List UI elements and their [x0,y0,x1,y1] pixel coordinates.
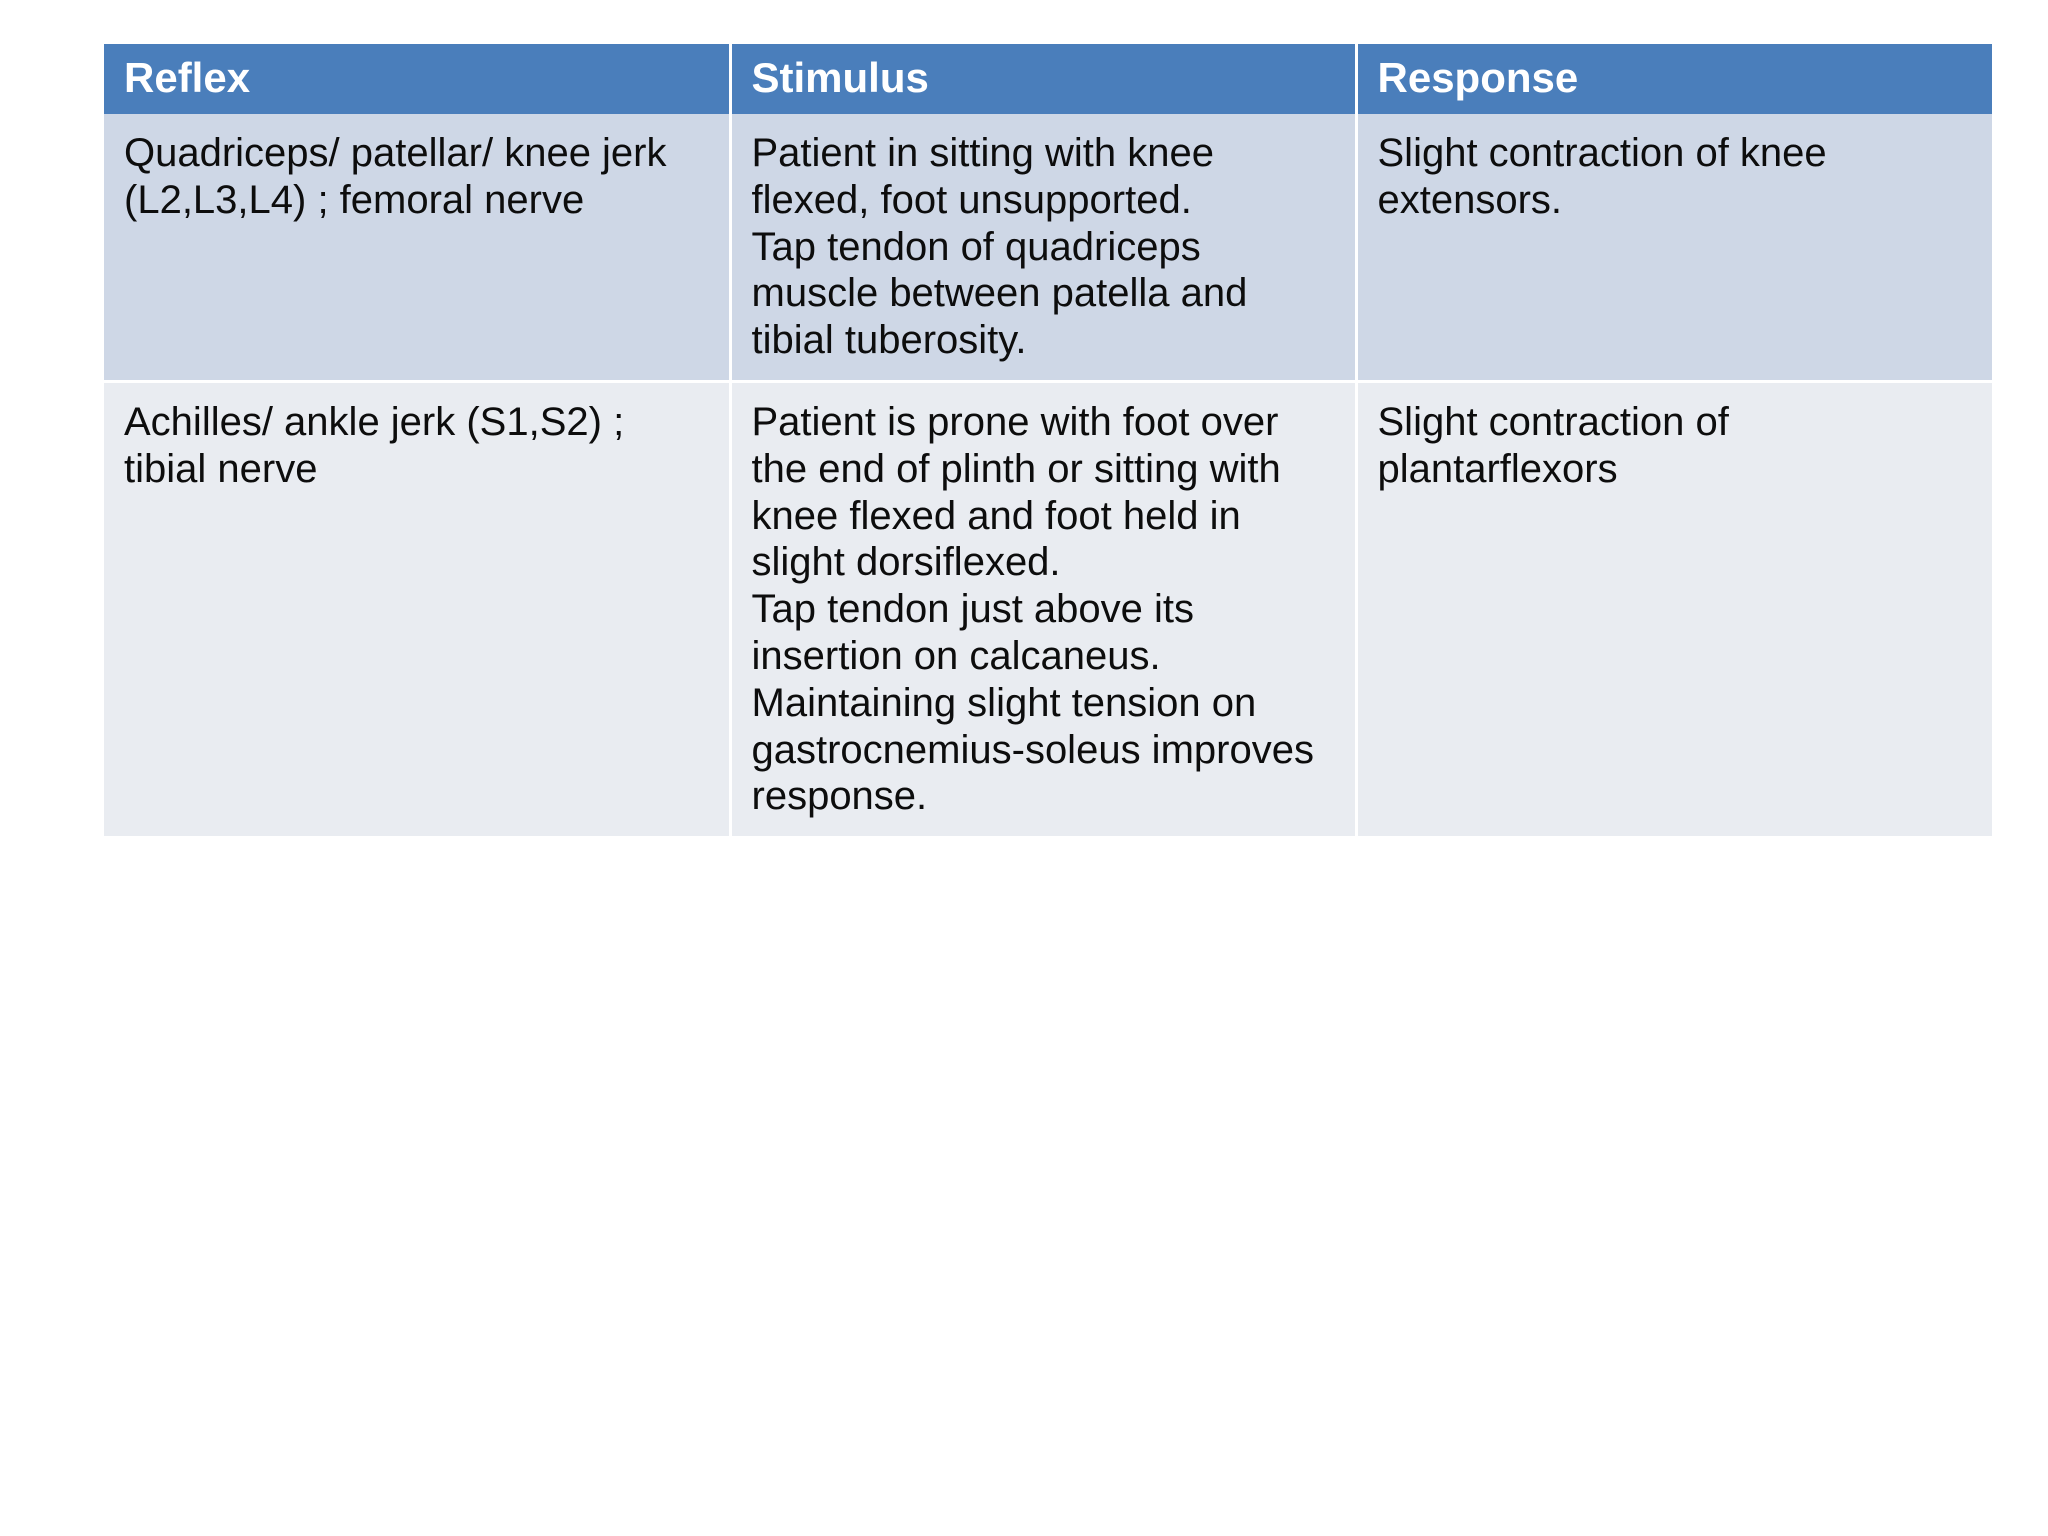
table-header: Reflex Stimulus Response [104,44,1992,114]
cell-stimulus: Patient in sitting with knee flexed, foo… [730,114,1358,383]
table-body: Quadriceps/ patellar/ knee jerk (L2,L3,L… [104,114,1992,837]
cell-response: Slight contraction of plantarflexors [1356,381,1992,837]
cell-reflex: Achilles/ ankle jerk (S1,S2) ; tibial ne… [104,381,732,837]
column-header-response: Response [1356,44,1992,114]
table-header-row: Reflex Stimulus Response [104,44,1992,114]
cell-stimulus: Patient is prone with foot over the end … [730,381,1358,837]
cell-response: Slight contraction of knee extensors. [1356,114,1992,383]
cell-reflex: Quadriceps/ patellar/ knee jerk (L2,L3,L… [104,114,732,383]
column-header-stimulus: Stimulus [730,44,1358,114]
column-header-reflex: Reflex [104,44,732,114]
reflex-table: Reflex Stimulus Response Quadriceps/ pat… [104,44,1992,837]
table-row: Quadriceps/ patellar/ knee jerk (L2,L3,L… [104,114,1992,383]
table-row: Achilles/ ankle jerk (S1,S2) ; tibial ne… [104,381,1992,837]
